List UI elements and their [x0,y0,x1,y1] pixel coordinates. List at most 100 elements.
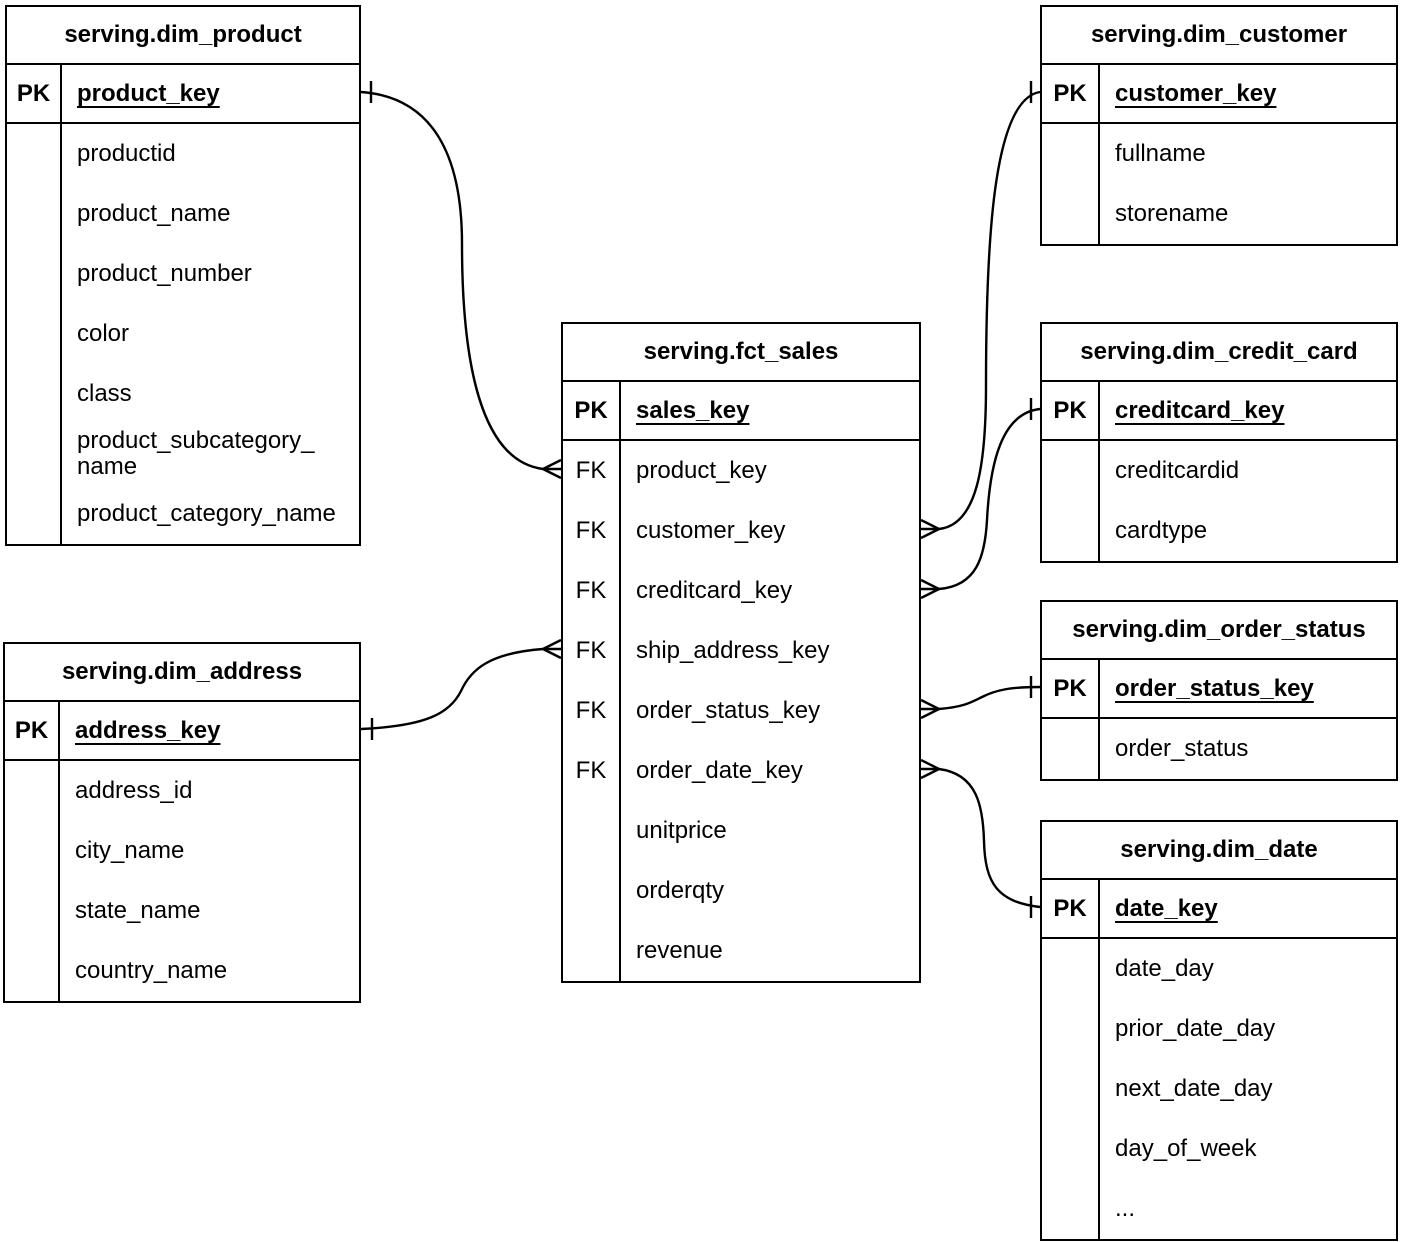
crow-foot-many-marker [920,518,940,540]
attribute-name: class [77,380,132,407]
table-dim-order-status: serving.dim_order_status PK order_status… [1040,600,1398,781]
key-cell-empty [1042,441,1100,501]
key-cell-empty [1042,501,1100,561]
table-fct-sales: serving.fct_sales PK sales_key FK product… [561,322,921,983]
key-cell-empty [1042,999,1100,1059]
pk-label: PK [1042,382,1100,439]
relationship-line [938,90,1041,531]
attribute-name: creditcard_key [636,577,793,604]
key-cell-empty [7,304,62,364]
attribute-name: day_of_week [1115,1135,1257,1162]
table-dim-product: serving.dim_product PK product_key produ… [5,5,361,546]
pk-field-name: order_status_key [1115,674,1314,702]
key-cell-empty [1042,1059,1100,1119]
table-dim-customer: serving.dim_customer PK customer_key ful… [1040,5,1398,246]
pk-field-name: address_key [75,716,221,744]
table-title: serving.dim_address [5,644,359,702]
attribute-name: product_key [636,457,767,484]
key-cell-empty [5,941,60,1001]
key-cell-empty [1042,1179,1100,1239]
primary-key-row: PK product_key [7,65,359,124]
crow-foot-many-marker [920,698,940,720]
attribute-name: city_name [75,837,185,864]
key-cell-empty [7,364,62,424]
pk-label: PK [563,382,621,439]
attribute-rows: order_status [1042,719,1396,779]
crow-foot-many-marker [920,578,940,600]
primary-key-row: PK customer_key [1042,65,1396,124]
attribute-name: country_name [75,957,228,984]
pk-field-name: product_key [77,79,220,107]
attribute-name: order_status [1115,735,1249,762]
key-cell-empty [7,424,62,484]
crow-foot-many-marker [542,458,562,480]
attribute-name: product_category_name [77,500,336,527]
attribute-name: storename [1115,200,1229,227]
attribute-name: cardtype [1115,517,1208,544]
key-cell-empty [1042,124,1100,184]
primary-key-row: PK sales_key [563,382,919,441]
table-title: serving.dim_credit_card [1042,324,1396,382]
pk-field-name: date_key [1115,894,1218,922]
attribute-name: creditcardid [1115,457,1240,484]
relationship-line [938,767,1041,909]
relationship-line [360,90,544,471]
relationship-date-sales [920,758,1041,918]
crow-foot-many-marker [542,638,562,660]
key-cell-empty [5,761,60,821]
attribute-name: color [77,320,130,347]
table-title: serving.fct_sales [563,324,919,382]
attribute-rows: fullname storename [1042,124,1396,244]
key-cell-empty [1042,184,1100,244]
primary-key-row: PK creditcard_key [1042,382,1396,441]
key-cell-empty [563,861,621,921]
attribute-name: productid [77,140,176,167]
primary-key-row: PK date_key [1042,880,1396,939]
attribute-name: order_status_key [636,697,821,724]
attribute-name: next_date_day [1115,1075,1273,1102]
attribute-name: customer_key [636,517,786,544]
key-cell-empty [1042,939,1100,999]
key-cell-empty [7,124,62,184]
pk-label: PK [1042,660,1100,717]
pk-field-name: customer_key [1115,79,1277,107]
attribute-name: prior_date_day [1115,1015,1276,1042]
attribute-name: state_name [75,897,201,924]
table-dim-credit-card: serving.dim_credit_card PK creditcard_ke… [1040,322,1398,563]
table-title: serving.dim_customer [1042,7,1396,65]
fk-label: FK [563,681,621,741]
attribute-name: product_number [77,260,252,287]
table-title: serving.dim_date [1042,822,1396,880]
fk-label: FK [563,561,621,621]
attribute-name: fullname [1115,140,1206,167]
relationship-creditcard-sales [920,398,1041,600]
attribute-name: ... [1115,1195,1136,1222]
attribute-name: product_subcategory_name [77,427,315,480]
relationship-line [938,407,1041,591]
attribute-name: product_name [77,200,231,227]
pk-field-name: creditcard_key [1115,396,1285,424]
attribute-rows: creditcardid cardtype [1042,441,1396,561]
fk-label: FK [563,441,621,501]
table-title: serving.dim_order_status [1042,602,1396,660]
attribute-name: revenue [636,937,723,964]
primary-key-row: PK order_status_key [1042,660,1396,719]
attribute-name: date_day [1115,955,1214,982]
fk-label: FK [563,741,621,801]
table-title: serving.dim_product [7,7,359,65]
pk-field-name: sales_key [636,396,750,424]
key-cell-empty [7,484,62,544]
attribute-name: orderqty [636,877,725,904]
key-cell-empty [1042,1119,1100,1179]
key-cell-empty [563,921,621,981]
primary-key-row: PK address_key [5,702,359,761]
relationship-line [938,685,1041,711]
table-dim-address: serving.dim_address PK address_key addre… [3,642,361,1003]
pk-label: PK [7,65,62,122]
attribute-rows: date_day prior_date_day next_date_day day_o… [1042,939,1396,1239]
